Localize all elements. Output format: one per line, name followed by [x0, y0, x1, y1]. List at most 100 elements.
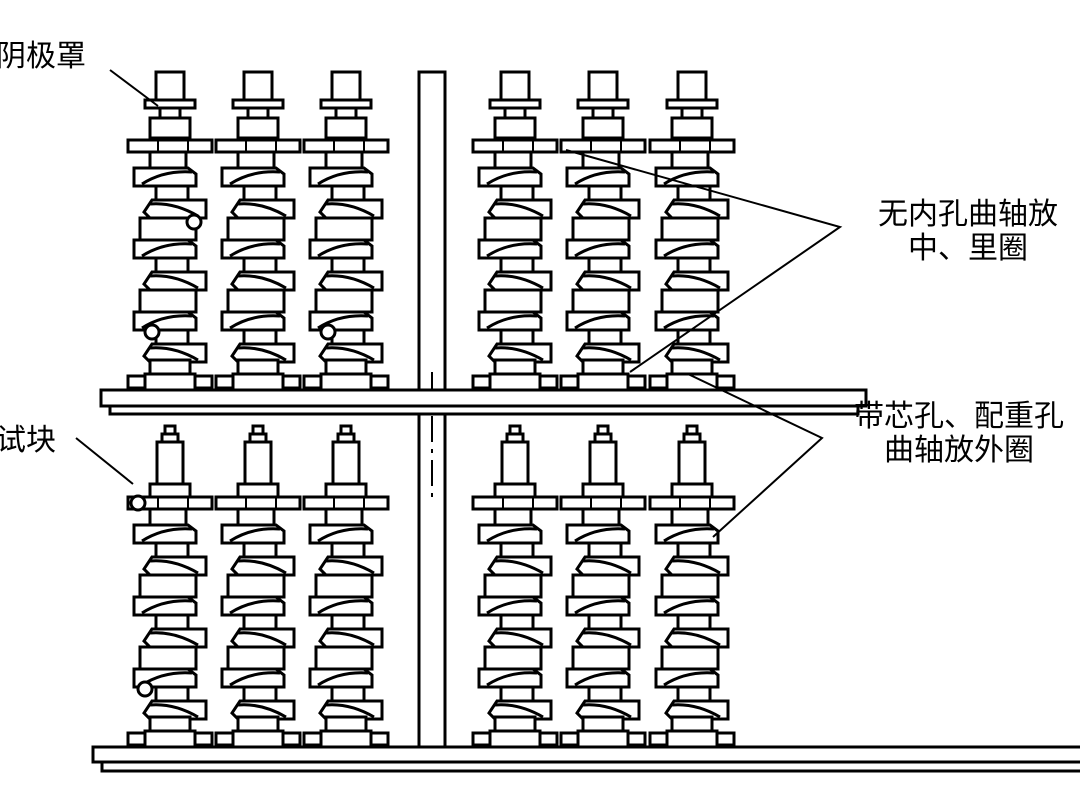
- crank-web-edge: [317, 170, 369, 186]
- main-journal: [587, 256, 623, 274]
- crank-web-edge: [229, 314, 281, 330]
- counterweight: [226, 573, 286, 599]
- main-journal: [676, 256, 712, 274]
- counterweight: [571, 288, 631, 314]
- cathode-cover-cap: [242, 70, 274, 104]
- counterweight: [660, 573, 720, 599]
- crank-web-edge: [229, 242, 281, 258]
- crank-web-edge: [229, 671, 281, 687]
- crank-web-edge: [237, 703, 287, 719]
- crank-web-edge: [582, 559, 632, 575]
- crankpin: [154, 541, 190, 559]
- rear-journal: [670, 358, 714, 376]
- crank-web-edge: [671, 346, 721, 362]
- main-journal: [587, 613, 623, 631]
- crank-web-edge: [229, 527, 281, 543]
- crankpin: [242, 184, 278, 202]
- crankpin: [330, 328, 366, 346]
- counterweight: [571, 216, 631, 242]
- main-journal: [676, 613, 712, 631]
- crank-web-edge: [574, 314, 626, 330]
- cathode-cover-cap: [587, 70, 619, 104]
- crank-web-edge: [141, 170, 193, 186]
- crank-web-edge: [574, 527, 626, 543]
- label-test-block: 试块: [0, 423, 56, 458]
- crank-web-edge: [325, 346, 375, 362]
- shaft-end: [243, 440, 273, 486]
- crankpin: [154, 685, 190, 703]
- crank-nose: [670, 116, 714, 140]
- crankpin: [499, 541, 535, 559]
- crank-web-edge: [663, 314, 715, 330]
- counterweight: [138, 288, 198, 314]
- crank-web-edge: [663, 242, 715, 258]
- crank-web-edge: [317, 242, 369, 258]
- crankpin: [499, 328, 535, 346]
- crank-web-edge: [494, 631, 544, 647]
- crank-web-edge: [663, 170, 715, 186]
- label-outer-crankshafts: 带芯孔、配重孔 曲轴放外圈: [824, 400, 1080, 468]
- crankshaft-l6: [648, 424, 736, 749]
- cathode-cover-cap: [330, 70, 362, 104]
- crankshaft-l1: [126, 424, 214, 749]
- front-flange: [214, 138, 302, 154]
- crank-web-edge: [317, 671, 369, 687]
- main-journal: [499, 256, 535, 274]
- counterweight: [138, 645, 198, 671]
- crankpin: [242, 328, 278, 346]
- crank-web-edge: [141, 527, 193, 543]
- crank-nose: [493, 116, 537, 140]
- main-journal: [236, 150, 276, 170]
- crankshaft-u2: [214, 70, 302, 392]
- front-flange: [559, 495, 647, 511]
- flywheel-flange: [576, 372, 630, 392]
- rear-journal: [670, 715, 714, 733]
- rear-journal: [324, 715, 368, 733]
- crank-web-edge: [486, 599, 538, 615]
- crank-web-edge: [494, 703, 544, 719]
- crank-web-edge: [325, 202, 375, 218]
- crank-web-edge: [671, 559, 721, 575]
- shaft-end: [155, 440, 185, 486]
- crankshaft-l5: [559, 424, 647, 749]
- main-journal: [236, 507, 276, 527]
- crankpin: [676, 541, 712, 559]
- test-block: [136, 680, 154, 698]
- counterweight: [138, 573, 198, 599]
- leader-cathode-cover: [109, 69, 159, 107]
- label-outer-line1: 带芯孔、配重孔: [854, 399, 1064, 434]
- crankshaft-u5: [559, 70, 647, 392]
- crank-web-edge: [317, 527, 369, 543]
- crank-web-edge: [574, 599, 626, 615]
- crankpin: [154, 184, 190, 202]
- crankshaft-l4: [471, 424, 559, 749]
- main-journal: [670, 507, 710, 527]
- crank-web-edge: [237, 202, 287, 218]
- crank-web-edge: [486, 242, 538, 258]
- crank-web-edge: [582, 703, 632, 719]
- main-journal: [148, 150, 188, 170]
- cathode-cover-cap: [676, 70, 708, 104]
- crank-web-edge: [237, 274, 287, 290]
- crankshaft-group: [126, 70, 736, 749]
- crankpin: [330, 184, 366, 202]
- main-journal: [499, 613, 535, 631]
- counterweight: [660, 288, 720, 314]
- crank-web-edge: [663, 671, 715, 687]
- crank-nose: [148, 116, 192, 140]
- cathode-cover-cap: [154, 70, 186, 104]
- leader-test-block: [75, 437, 134, 485]
- crank-web-edge: [149, 703, 199, 719]
- label-outer-line2: 曲轴放外圈: [884, 433, 1034, 468]
- crankpin: [587, 541, 623, 559]
- crankpin: [587, 685, 623, 703]
- crank-web-edge: [671, 202, 721, 218]
- front-flange: [471, 495, 559, 511]
- front-flange: [559, 138, 647, 154]
- main-journal: [154, 256, 190, 274]
- crank-web-edge: [149, 631, 199, 647]
- crank-web-edge: [671, 703, 721, 719]
- main-journal: [330, 613, 366, 631]
- crankshaft-u1: [126, 70, 214, 392]
- crankshaft-l2: [214, 424, 302, 749]
